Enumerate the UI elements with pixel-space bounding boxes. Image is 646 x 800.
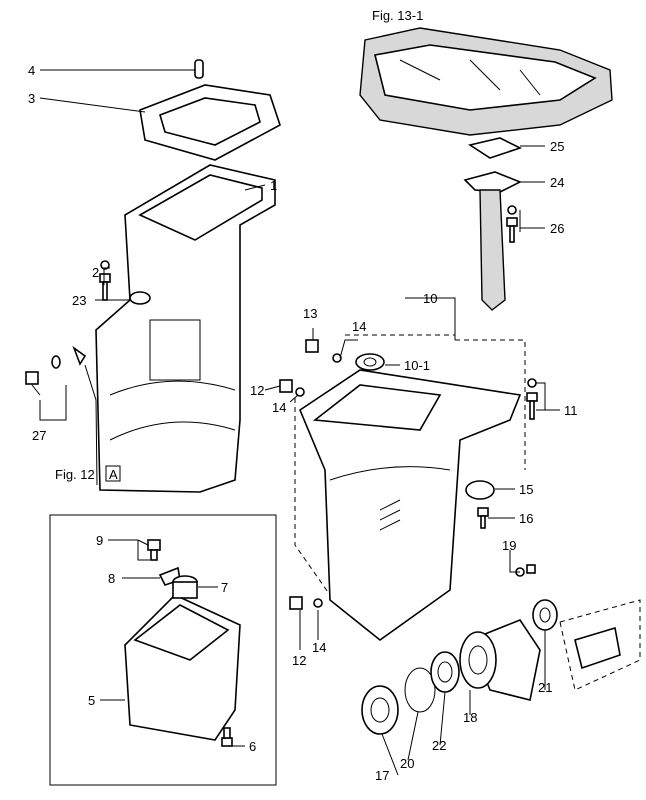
callout-12c: 12 bbox=[292, 653, 306, 668]
plug-13 bbox=[305, 339, 319, 353]
bearing-22 bbox=[430, 651, 460, 693]
bearing-17 bbox=[361, 685, 399, 735]
callout-10-1: 10-1 bbox=[404, 358, 430, 373]
callout-26: 26 bbox=[550, 221, 564, 236]
powerhead-assembly bbox=[359, 27, 613, 136]
seal-21 bbox=[532, 599, 558, 631]
washer-14c bbox=[313, 598, 323, 608]
callout-24: 24 bbox=[550, 175, 564, 190]
upper-casing-1 bbox=[95, 164, 276, 493]
figure-ref[interactable]: Fig. 13-1 bbox=[372, 8, 423, 23]
exhaust-pipe-24 bbox=[463, 171, 522, 311]
callout-7: 7 bbox=[221, 580, 228, 595]
grommet-23 bbox=[129, 291, 151, 305]
callout-23: 23 bbox=[72, 293, 86, 308]
sub-figure-ref[interactable]: Fig. 12 bbox=[55, 467, 95, 482]
callout-18: 18 bbox=[463, 710, 477, 725]
plug-12b bbox=[289, 596, 303, 610]
callout-14a: 14 bbox=[352, 319, 366, 334]
gasket-3 bbox=[139, 84, 281, 161]
leader-lines bbox=[31, 69, 560, 776]
grommet-15 bbox=[465, 480, 495, 500]
callout-8: 8 bbox=[108, 571, 115, 586]
inset-box bbox=[49, 514, 277, 786]
bolt-26 bbox=[506, 205, 518, 243]
pin-4 bbox=[194, 59, 204, 79]
lower-casing-5 bbox=[124, 594, 241, 741]
callout-14b: 14 bbox=[272, 400, 286, 415]
washer-14b bbox=[295, 387, 305, 397]
bolt-11 bbox=[526, 378, 538, 420]
bolt-16 bbox=[477, 507, 489, 529]
bolt-9 bbox=[147, 539, 161, 561]
sub-ref-box bbox=[105, 465, 121, 482]
callout-3: 3 bbox=[28, 91, 35, 106]
callout-12a: 12 bbox=[250, 383, 264, 398]
housing-18 bbox=[459, 619, 541, 701]
bolt-6 bbox=[221, 727, 233, 747]
callout-6: 6 bbox=[249, 739, 256, 754]
lower-casing-box bbox=[294, 334, 526, 596]
callout-2: 2 bbox=[92, 265, 99, 280]
propeller-shaft-detail bbox=[559, 599, 641, 691]
callout-5: 5 bbox=[88, 693, 95, 708]
sub-ref-box-letter: A bbox=[109, 467, 118, 482]
callout-15: 15 bbox=[519, 482, 533, 497]
callout-20: 20 bbox=[400, 756, 414, 771]
callout-10: 10 bbox=[423, 291, 437, 306]
plug-12a bbox=[279, 379, 293, 393]
o-ring-20 bbox=[404, 667, 436, 713]
callout-16: 16 bbox=[519, 511, 533, 526]
callout-4: 4 bbox=[28, 63, 35, 78]
bolt-27 bbox=[25, 345, 98, 486]
callout-9: 9 bbox=[96, 533, 103, 548]
bushing-10-1 bbox=[355, 353, 385, 371]
gasket-25 bbox=[467, 137, 523, 159]
callout-1: 1 bbox=[270, 178, 277, 193]
callout-14c: 14 bbox=[312, 640, 326, 655]
callout-21: 21 bbox=[538, 680, 552, 695]
callout-11: 11 bbox=[564, 403, 578, 418]
callout-19: 19 bbox=[502, 538, 516, 553]
washer-14a bbox=[332, 353, 342, 363]
callout-27: 27 bbox=[32, 428, 46, 443]
callout-25: 25 bbox=[550, 139, 564, 154]
callout-22: 22 bbox=[432, 738, 446, 753]
bolt-2 bbox=[99, 260, 111, 301]
callout-13: 13 bbox=[303, 306, 317, 321]
bushing-7 bbox=[172, 575, 198, 599]
bolt-19 bbox=[515, 564, 536, 577]
lower-casing-10 bbox=[299, 369, 522, 642]
callout-17: 17 bbox=[375, 768, 389, 783]
